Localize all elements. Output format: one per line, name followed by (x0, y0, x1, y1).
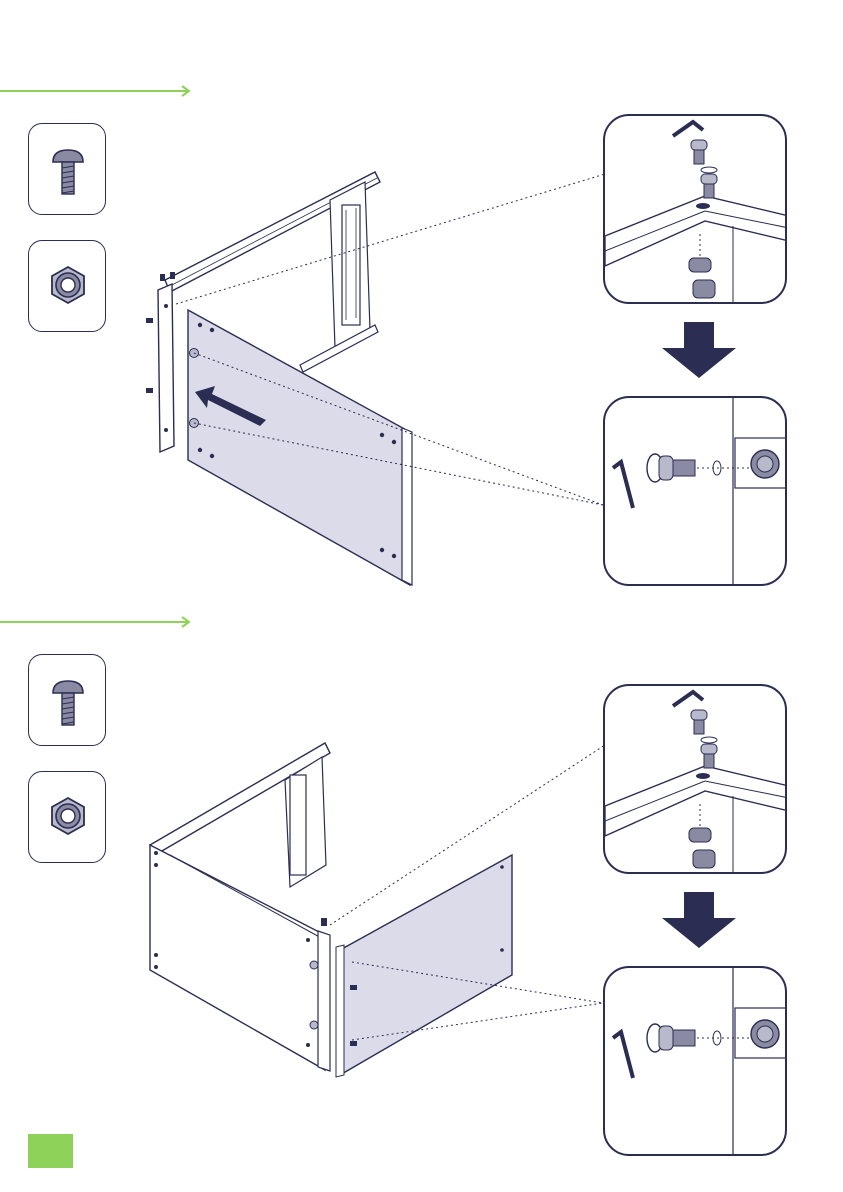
step-2-part-nut (28, 771, 106, 863)
step-2-arrow (0, 615, 200, 629)
bolt-icon (29, 124, 107, 216)
step-2-part-bolt (28, 654, 106, 746)
bolt-icon (29, 655, 107, 747)
step-2-horizontal-bolt-detail (603, 966, 787, 1156)
step-2-assembly-illustration (140, 735, 530, 1080)
step-2-down-arrow-icon (662, 892, 736, 948)
step-1-assembly-illustration (120, 160, 420, 590)
hex-nut-icon (29, 772, 107, 864)
page-number-badge (28, 1134, 73, 1168)
step-1-vertical-bolt-detail (603, 114, 787, 304)
step-1-part-nut (28, 240, 106, 332)
step-2-vertical-bolt-detail (603, 684, 787, 874)
step-1-part-bolt (28, 123, 106, 215)
step-1-down-arrow-icon (662, 322, 736, 378)
hex-nut-icon (29, 241, 107, 333)
step-1-horizontal-bolt-detail (603, 396, 787, 586)
step-1-arrow (0, 84, 200, 98)
